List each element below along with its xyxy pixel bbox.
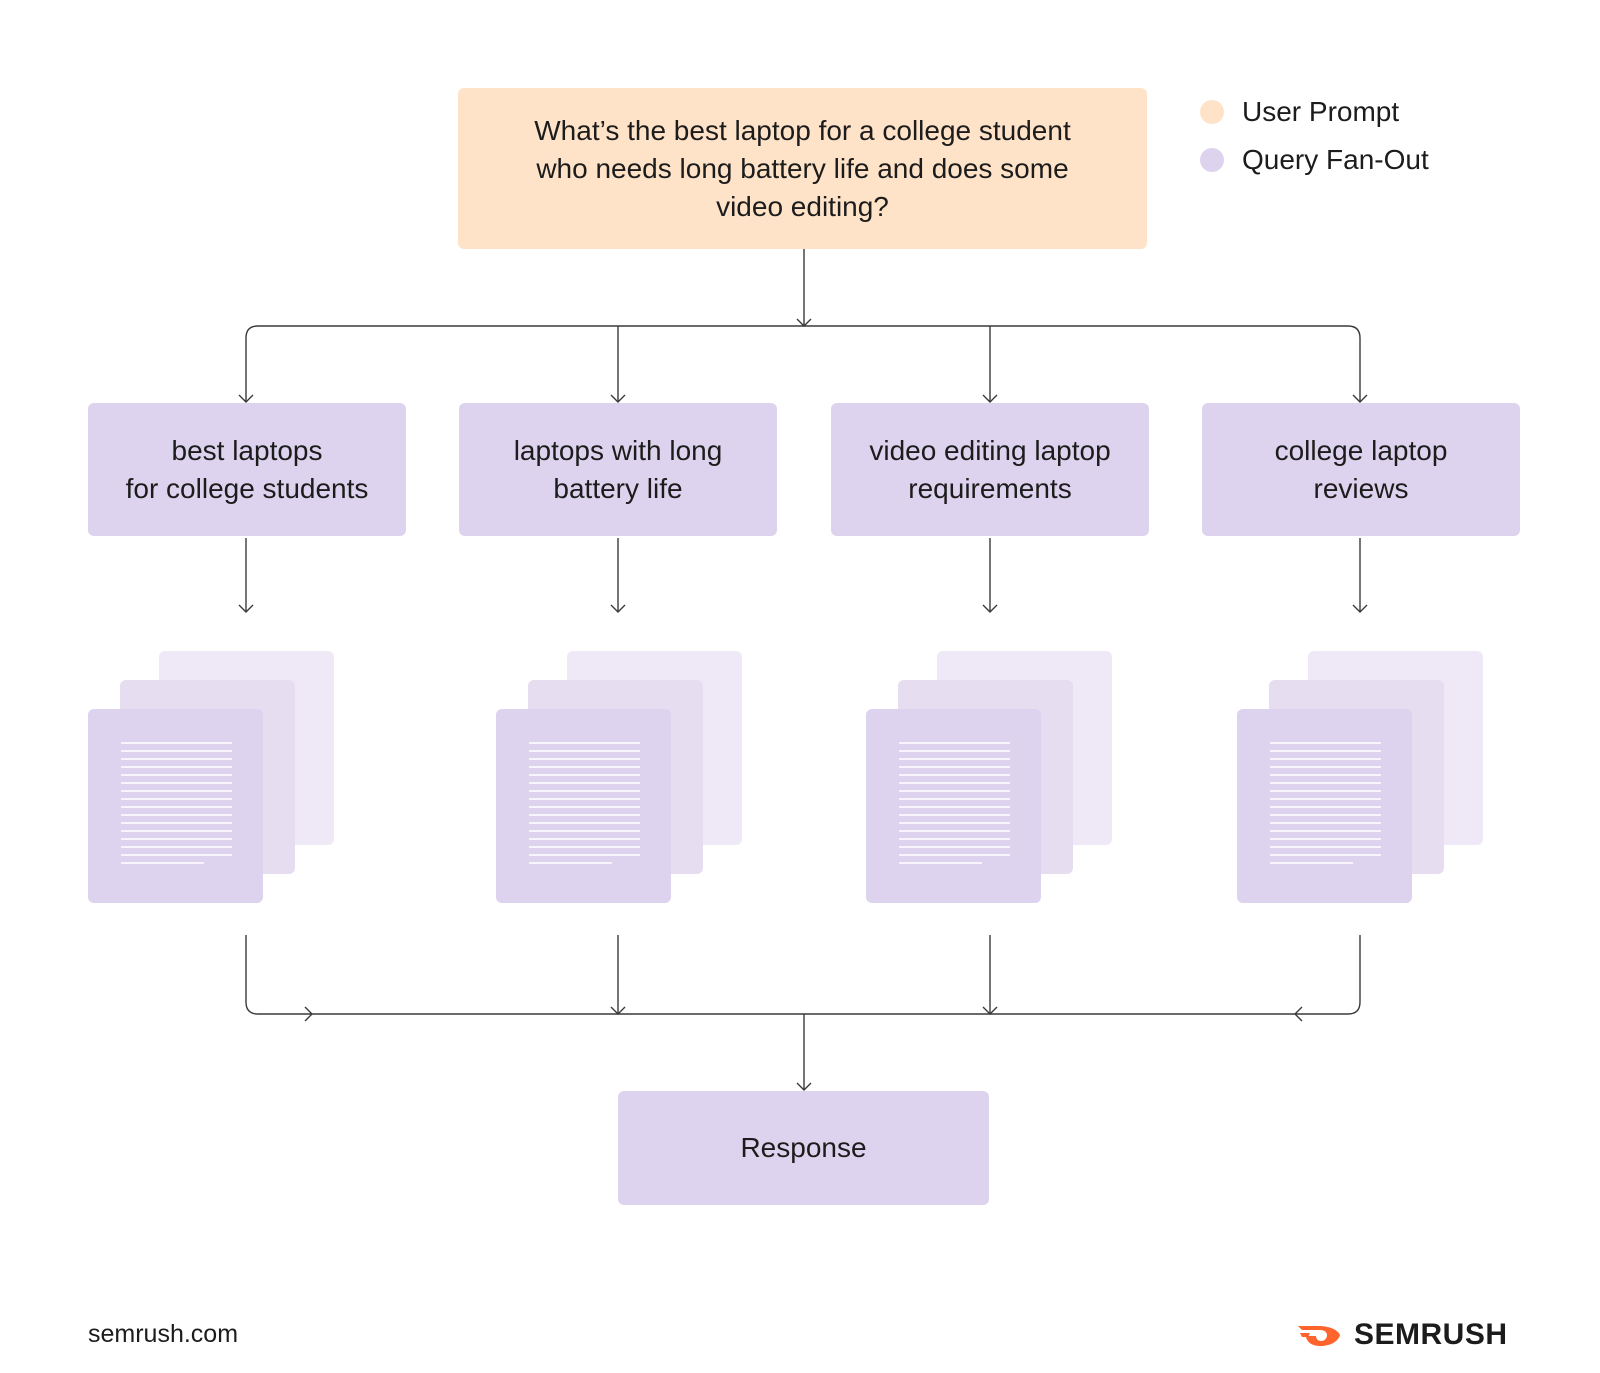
semrush-flame-icon bbox=[1298, 1326, 1340, 1346]
legend: User Prompt Query Fan-Out bbox=[1200, 88, 1429, 184]
response-box: Response bbox=[618, 1091, 989, 1205]
legend-item-query-fan-out: Query Fan-Out bbox=[1200, 136, 1429, 184]
legend-dot-icon bbox=[1200, 100, 1224, 124]
user-prompt-text: What’s the best laptop for a college stu… bbox=[534, 114, 1071, 222]
brand-name: SEMRUSH bbox=[1354, 1318, 1508, 1351]
footer-url: semrush.com bbox=[88, 1320, 239, 1348]
legend-dot-icon bbox=[1200, 148, 1224, 172]
document-stack-1 bbox=[87, 650, 335, 904]
document-stack-2 bbox=[495, 650, 743, 904]
user-prompt-box: What’s the best laptop for a college stu… bbox=[458, 88, 1147, 249]
document-stack-3 bbox=[865, 650, 1113, 904]
legend-item-user-prompt: User Prompt bbox=[1200, 88, 1429, 136]
semrush-logo: SEMRUSH bbox=[1296, 1318, 1508, 1352]
document-stack-4 bbox=[1236, 650, 1484, 904]
